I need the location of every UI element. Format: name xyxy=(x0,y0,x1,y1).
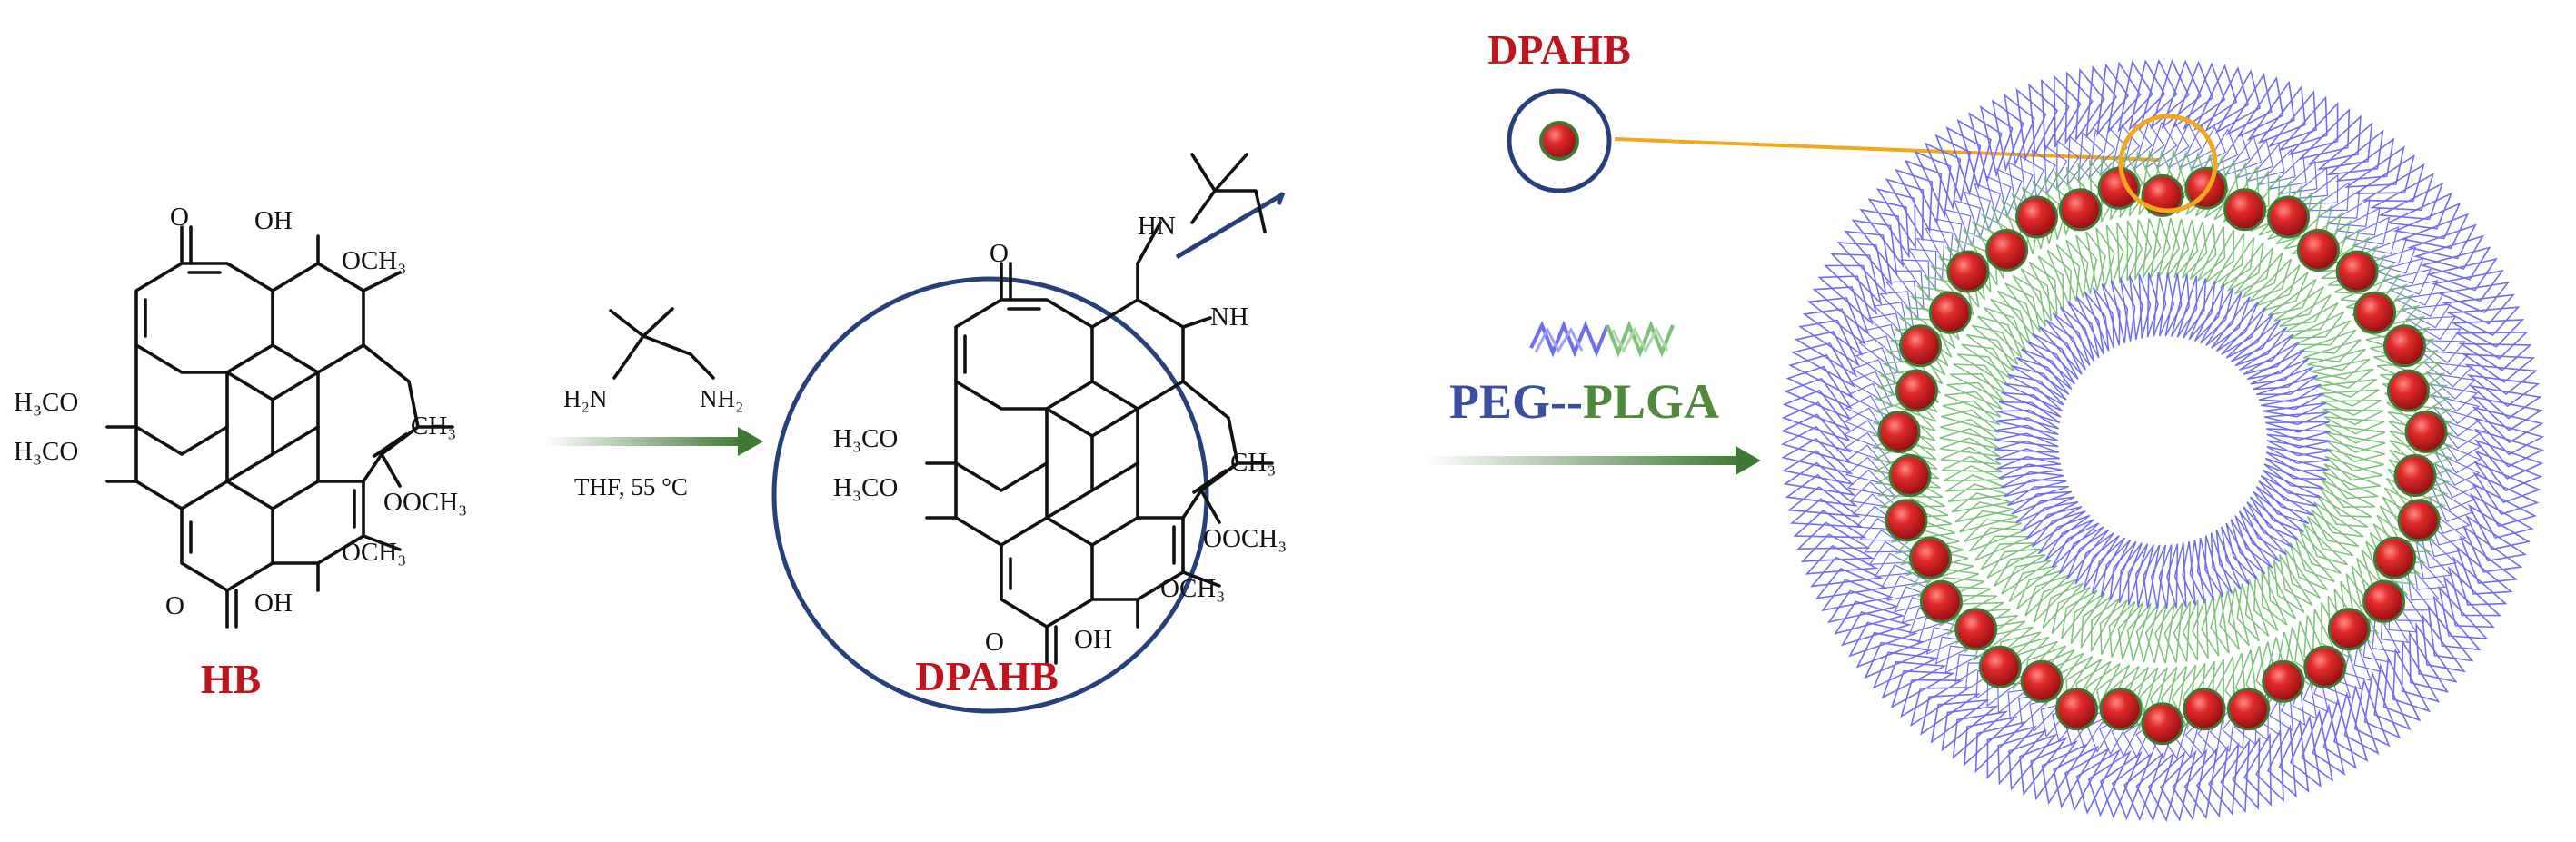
dpahb-bead xyxy=(1885,499,1928,542)
dpahb-bead xyxy=(2141,173,2184,217)
dpahb-particle-bead xyxy=(1539,121,1579,161)
polymer-separator: -- xyxy=(1550,374,1583,429)
dpahb-bonds xyxy=(925,153,1274,665)
hb-ooch3: OOCH₃ xyxy=(383,488,467,517)
hb-o-top: O xyxy=(170,203,189,232)
hb-o-bottom: O xyxy=(165,591,184,620)
dpahb-bead xyxy=(2223,188,2267,232)
peg-label: PEG xyxy=(1449,374,1550,429)
dpahb-beads-ring xyxy=(1877,166,2448,746)
hb-och3-lower: OCH₃ xyxy=(342,538,406,567)
reagent-h2n: H₂N xyxy=(563,385,607,412)
dpahb-bead xyxy=(2353,291,2397,334)
peg-plga-nanoparticle xyxy=(1780,58,2545,823)
dpahb-bead xyxy=(1985,228,2029,272)
reagent-bonds xyxy=(609,307,715,380)
dpahb-name: DPAHB xyxy=(915,653,1059,699)
plga-shell-inner xyxy=(1939,217,2386,664)
dpahb-oh-bottom: OH xyxy=(1074,625,1112,654)
dpahb-bead xyxy=(2058,188,2102,232)
dpahb-bead xyxy=(2303,645,2347,688)
plga-label: PLGA xyxy=(1583,374,1719,429)
reaction-arrow-2 xyxy=(1425,446,1761,475)
reaction-conditions: THF, 55 °C xyxy=(574,473,688,500)
dpahb-ch3: CH₃ xyxy=(1230,448,1276,477)
nanoparticle-zoom-lens xyxy=(2118,114,2218,213)
dpahb-bead xyxy=(2296,228,2340,272)
inner-peg-shell xyxy=(1994,272,2332,609)
dpahb-structure: HN NH O H₃CO CH₃ H₃CO OOCH₃ OCH₃ O OH xyxy=(833,153,1287,665)
dpahb-bead xyxy=(2055,688,2098,731)
hb-h3co-lower: H₃CO xyxy=(14,437,78,466)
dpahb-bead xyxy=(2183,688,2226,731)
hb-structure: O OH OCH₃ H₃CO CH₃ H₃CO OOCH₃ OCH₃ O OH xyxy=(14,203,467,629)
outer-peg-shell xyxy=(1780,58,2545,823)
reagent-nh2: NH₂ xyxy=(700,385,743,412)
dpahb-bead xyxy=(1909,536,1952,579)
dpahb-bead xyxy=(2020,659,2064,703)
reaction-arrow-1 xyxy=(543,427,763,456)
dpahb-bead xyxy=(1899,324,1942,368)
dpahb-bead xyxy=(2393,454,2437,497)
lens-connector-line xyxy=(1614,137,2160,162)
dpahb-bead xyxy=(2227,688,2270,731)
dpahb-bead xyxy=(2141,702,2184,746)
dpahb-bead xyxy=(1978,645,2022,688)
dpahb-zoom-label: DPAHB xyxy=(1487,26,1631,73)
hb-och3-upper: OCH₃ xyxy=(342,246,406,275)
dpahb-hn: HN xyxy=(1138,212,1176,241)
hb-oh-bottom: OH xyxy=(254,589,293,618)
polymer-label: PEG--PLGA xyxy=(1449,374,1719,429)
dpahb-connector-line xyxy=(1175,193,1283,260)
dpahb-h3co-upper: H₃CO xyxy=(833,424,898,453)
dpahb-bead xyxy=(2373,536,2416,579)
dpahb-bead xyxy=(1895,369,1938,412)
dpahb-bead xyxy=(1877,411,1921,453)
dpahb-zoom-circle xyxy=(771,276,1209,714)
hb-bonds xyxy=(105,225,454,629)
dpahb-och3: OCH₃ xyxy=(1160,574,1225,603)
dpahb-bead xyxy=(2099,688,2143,731)
dpahb-bead xyxy=(2267,195,2310,239)
dpahb-o-bottom: O xyxy=(985,628,1004,657)
dpahb-bead xyxy=(2097,166,2141,210)
dpahb-bead xyxy=(1928,291,1972,334)
hb-oh-top: OH xyxy=(254,206,293,235)
dpahb-bead xyxy=(1946,250,1990,293)
dpahb-bead xyxy=(2262,659,2305,703)
hb-name: HB xyxy=(201,656,261,702)
dpahb-bead xyxy=(2015,195,2058,239)
dpahb-bead xyxy=(1954,608,1998,651)
dpahb-h3co-lower: H₃CO xyxy=(833,473,898,502)
outer-peg-shell-inner xyxy=(1843,121,2482,760)
diamine-reagent: H₂N NH₂ xyxy=(563,307,743,412)
dpahb-o-top: O xyxy=(990,239,1009,268)
dpahb-bead xyxy=(1919,579,1963,623)
dpahb-bead xyxy=(1888,454,1932,497)
hb-h3co-upper: H₃CO xyxy=(14,388,78,417)
dpahb-bead xyxy=(2397,499,2441,542)
dpahb-bead xyxy=(2327,608,2371,651)
dpahb-bead xyxy=(2362,579,2406,623)
dpahb-bead xyxy=(2387,369,2430,412)
dpahb-bead xyxy=(2404,411,2448,453)
dpahb-ooch3: OOCH₃ xyxy=(1203,524,1287,553)
dpahb-nh: NH xyxy=(1210,302,1248,332)
polymer-chain-icon xyxy=(1529,320,1675,358)
dpahb-bead xyxy=(2335,250,2379,293)
dpahb-bead xyxy=(2383,324,2426,368)
hb-ch3: CH₃ xyxy=(411,411,456,441)
